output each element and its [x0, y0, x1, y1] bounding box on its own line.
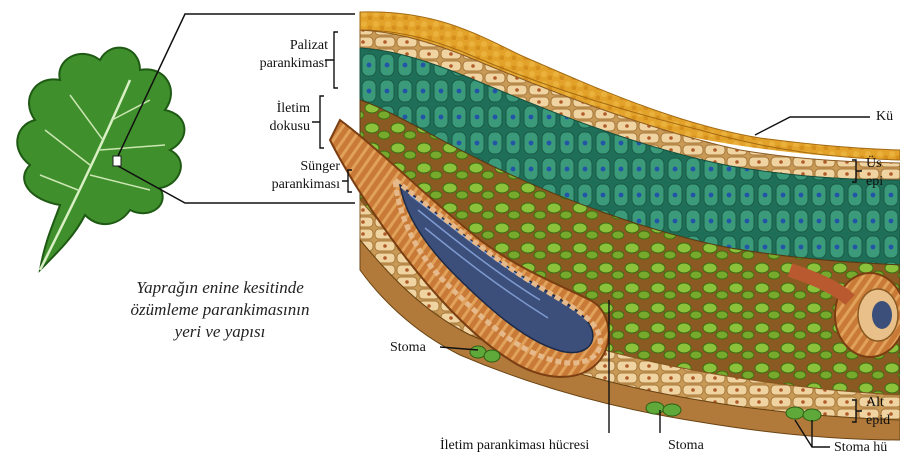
label-palizat-line1: Palizat	[289, 38, 328, 53]
label-stoma-left: Stoma	[390, 340, 426, 355]
caption-line-3: yeri ve yapısı	[174, 322, 266, 341]
stoma-cells	[469, 345, 822, 422]
label-stoma-bottom: Stoma	[668, 438, 704, 453]
caption-line-1: Yaprağın enine kesitinde	[136, 278, 304, 297]
label-iletim-parankimasi-hucresi: İletim parankiması hücresi	[440, 438, 590, 453]
label-stoma-hucresi: Stoma hü	[834, 440, 888, 455]
side-vein	[787, 263, 900, 358]
label-ust-epidermis-line2: epi	[866, 174, 884, 189]
zoom-connector-lines	[117, 13, 355, 204]
label-iletim-dokusu-line1: İletim	[276, 101, 310, 116]
label-ust-epidermis-line1: Üs	[866, 156, 882, 171]
label-iletim-dokusu-line2: dokusu	[269, 119, 310, 134]
label-palizat-line2: parankiması	[259, 56, 328, 71]
figure-caption: Yaprağın enine kesitinde özümleme parank…	[70, 277, 370, 343]
leaf-section-block	[328, 11, 900, 441]
label-sunger-line2: parankiması	[271, 177, 340, 192]
label-alt-epidermis-line2: epid	[866, 413, 891, 428]
label-alt-epidermis-line1: Alt	[866, 395, 884, 410]
leader-lines	[312, 31, 870, 448]
caption-line-2: özümleme parankimasının	[130, 300, 310, 319]
label-kutikula: Kü	[876, 109, 894, 124]
oak-leaf-icon	[16, 46, 186, 273]
label-sunger-line1: Sünger	[300, 159, 340, 174]
